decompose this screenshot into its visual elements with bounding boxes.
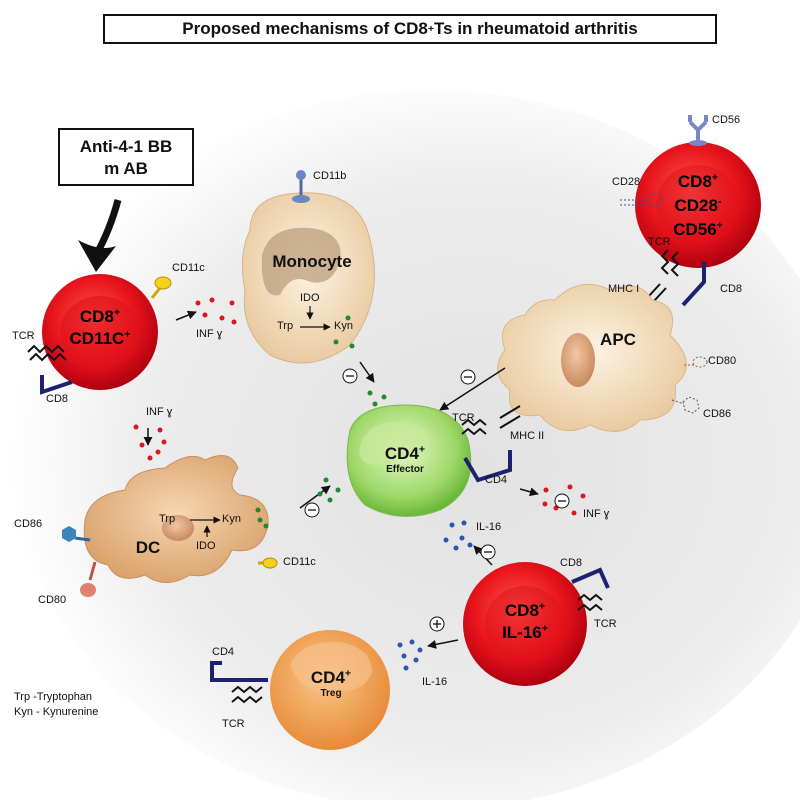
cd86-receptor-apc <box>671 396 700 414</box>
drug-line2: m AB <box>104 159 148 178</box>
label-cd28: CD28 <box>612 176 641 188</box>
drug-arrow-head <box>78 240 116 272</box>
mhc1-receptor <box>647 283 667 302</box>
cd56-receptor <box>688 115 708 146</box>
label-cd8-il16: CD8 <box>560 557 583 569</box>
arrow-inf-top <box>175 310 197 321</box>
label-cd4-treg: CD4 <box>212 646 235 658</box>
label-inf-mid: INF ɣ <box>146 406 173 418</box>
cd4-effector-label: CD4+ Effector <box>384 443 426 475</box>
label-cd80-dc: CD80 <box>38 594 67 606</box>
label-il16-top: IL-16 <box>476 521 502 533</box>
cd11b-receptor <box>292 170 310 203</box>
arrow-il16-treg <box>427 639 459 649</box>
cd8-cd11c-label: CD8+ CD11C+ <box>69 306 131 348</box>
dc-ido: IDO <box>196 540 216 552</box>
label-cd4-effector: CD4 <box>485 474 508 486</box>
arrow-monocyte-effector <box>359 361 375 383</box>
title-post: Ts in rheumatoid arthritis <box>434 19 638 38</box>
label-inf-top: INF ɣ <box>196 328 223 340</box>
label-cd86-dc: CD86 <box>14 518 43 530</box>
arrow-apc-effector <box>439 367 506 411</box>
label-cd56: CD56 <box>712 114 741 126</box>
cd8-bracket-top-right <box>681 262 706 307</box>
tcr-squiggle-left <box>27 344 65 354</box>
inf-dots-mid <box>133 424 167 461</box>
tcr-squiggle-top-right <box>660 249 670 275</box>
kyn-dots-mid <box>367 390 387 407</box>
il16-dots-bottom <box>397 639 423 671</box>
title-pre: Proposed mechanisms of CD8 <box>182 19 428 38</box>
label-cd11b: CD11b <box>313 170 347 182</box>
label-cd8-left: CD8 <box>46 393 69 405</box>
label-cd11c-top: CD11c <box>172 262 205 274</box>
dc-cell <box>83 455 269 583</box>
apc-cell <box>497 283 687 432</box>
cd4-treg-cell <box>270 630 390 750</box>
arrow-dc-effector <box>299 485 331 509</box>
cd86-receptor-dc <box>62 526 91 542</box>
label-tcr-left: TCR <box>12 330 35 342</box>
cd4-bracket-effector <box>463 450 512 483</box>
kyn-dots-monocyte <box>333 315 355 349</box>
tcr-squiggle-left-2 <box>29 352 67 362</box>
cd8-il16-label: CD8+ IL-16+ <box>502 600 548 642</box>
cd8-cd28-cd56-cell <box>635 142 761 268</box>
drug-line1: Anti-4-1 BB <box>79 137 173 156</box>
label-cd86-apc: CD86 <box>703 408 732 420</box>
monocyte-kyn: Kyn <box>334 320 353 332</box>
legend: Trp -Tryptophan Kyn - Kynurenine <box>14 690 98 720</box>
legend-trp: Trp -Tryptophan <box>14 691 93 703</box>
label-tcr-top-right: TCR <box>648 236 671 248</box>
label-tcr-treg: TCR <box>222 718 245 730</box>
cd80-receptor-apc <box>684 356 708 368</box>
cd8-cd11c-cell <box>42 274 158 390</box>
cd8-bracket-il16 <box>571 567 610 589</box>
label-mhc2: MHC II <box>510 430 545 442</box>
label-tcr-effector: TCR <box>452 412 475 424</box>
tcr-squiggle-il16 <box>577 593 603 602</box>
label-cd80-apc: CD80 <box>708 355 737 367</box>
label-inf-right: INF ɣ <box>583 508 610 520</box>
dc-label: DC <box>135 538 161 557</box>
cd8-il16-cell <box>463 562 587 686</box>
apc-label: APC <box>600 330 636 349</box>
label-il16-bottom: IL-16 <box>422 676 448 688</box>
diagram-title: Proposed mechanisms of CD8+ Ts in rheuma… <box>103 14 717 44</box>
legend-kyn: Kyn - Kynurenine <box>14 706 99 718</box>
kyn-dots-dc <box>255 507 269 529</box>
arrow-inf-right <box>519 487 539 497</box>
tcr-squiggle-effector <box>461 418 487 427</box>
drug-box: Anti-4-1 BB m AB <box>58 128 194 186</box>
monocyte-trp: Trp <box>277 320 294 332</box>
cd4-bracket-treg <box>210 661 268 682</box>
cd8-cd28-cd56-label: CD8+ CD28- CD56+ <box>673 171 723 239</box>
cd11c-receptor-top <box>150 276 172 299</box>
label-cd8-top-right: CD8 <box>720 283 743 295</box>
cd11c-receptor-dc <box>258 557 278 569</box>
monocyte-ido: IDO <box>300 292 320 304</box>
mhc2-receptor <box>499 405 521 429</box>
label-cd11c-dc: CD11c <box>283 556 316 568</box>
il16-dots-top <box>443 520 473 551</box>
cd80-receptor-dc <box>80 561 97 597</box>
dc-trp: Trp <box>159 513 176 525</box>
cd28-receptor <box>620 193 664 207</box>
label-tcr-il16: TCR <box>594 618 617 630</box>
cd8-bracket-left <box>40 375 73 395</box>
kyn-dots-dc-effector <box>317 477 341 503</box>
monocyte-label: Monocyte <box>272 252 352 271</box>
dc-kyn: Kyn <box>222 513 241 525</box>
inf-dots-top <box>195 297 237 325</box>
monocyte-cell <box>241 192 375 364</box>
cd4-effector-cell <box>346 404 472 517</box>
label-mhc1: MHC I <box>608 283 640 295</box>
cd4-treg-label: CD4+ Treg <box>310 667 352 699</box>
tcr-squiggle-treg <box>231 685 263 694</box>
